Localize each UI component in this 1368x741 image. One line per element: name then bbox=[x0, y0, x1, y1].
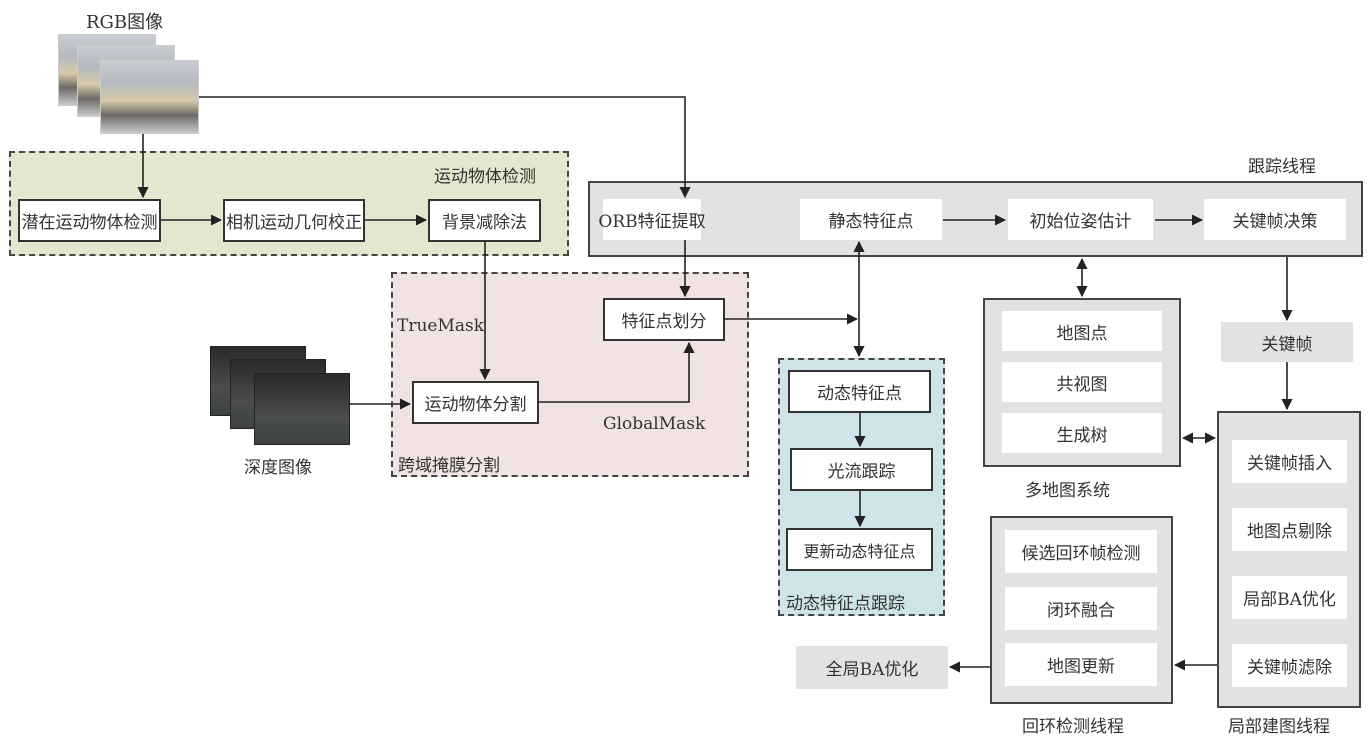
rgb-image-frame-3 bbox=[100, 60, 199, 134]
multimap-system-title: 多地图系统 bbox=[1025, 481, 1110, 501]
dynamic-tracking-title: 动态特征点跟踪 bbox=[786, 594, 905, 614]
global-ba-optimization-node: 全局BA优化 bbox=[796, 646, 948, 689]
potential-moving-object-detection-node: 潜在运动物体检测 bbox=[18, 199, 161, 242]
local-mapping-thread-title: 局部建图线程 bbox=[1228, 717, 1330, 737]
dynamic-feature-points-node: 动态特征点 bbox=[788, 370, 931, 413]
map-point-culling-node: 地图点剔除 bbox=[1232, 508, 1347, 551]
static-feature-points-node: 静态特征点 bbox=[800, 199, 942, 240]
spanning-tree-node: 生成树 bbox=[1002, 413, 1162, 453]
globalmask-label: GlobalMask bbox=[603, 414, 706, 434]
background-subtraction-node: 背景减除法 bbox=[428, 199, 541, 242]
moving-object-segmentation-node: 运动物体分割 bbox=[412, 381, 539, 424]
initial-pose-estimation-node: 初始位姿估计 bbox=[1008, 199, 1153, 240]
update-dynamic-feature-points-node: 更新动态特征点 bbox=[786, 528, 933, 571]
keyframe-insertion-node: 关键帧插入 bbox=[1232, 440, 1347, 483]
keyframe-decision-node: 关键帧决策 bbox=[1204, 199, 1346, 240]
truemask-label: TrueMask bbox=[397, 316, 485, 336]
loop-closing-thread-title: 回环检测线程 bbox=[1022, 717, 1124, 737]
optical-flow-tracking-node: 光流跟踪 bbox=[790, 448, 933, 491]
candidate-loop-detection-node: 候选回环帧检测 bbox=[1005, 530, 1157, 573]
keyframe-culling-node: 关键帧滤除 bbox=[1232, 644, 1347, 687]
depth-image-frame-3 bbox=[254, 373, 350, 445]
depth-image-label: 深度图像 bbox=[244, 458, 312, 478]
motion-detection-title: 运动物体检测 bbox=[434, 167, 536, 187]
covisibility-graph-node: 共视图 bbox=[1002, 362, 1162, 402]
tracking-thread-title: 跟踪线程 bbox=[1248, 157, 1316, 177]
feature-point-division-node: 特征点划分 bbox=[603, 298, 725, 341]
map-update-node: 地图更新 bbox=[1005, 643, 1157, 686]
keyframe-node: 关键帧 bbox=[1221, 322, 1353, 362]
rgb-image-label: RGB图像 bbox=[86, 12, 164, 33]
camera-motion-geometric-correction-node: 相机运动几何校正 bbox=[223, 199, 365, 242]
cross-domain-mask-title: 跨域掩膜分割 bbox=[398, 456, 500, 476]
orb-feature-extraction-node: ORB特征提取 bbox=[598, 199, 706, 240]
map-points-node: 地图点 bbox=[1002, 311, 1162, 351]
loop-fusion-node: 闭环融合 bbox=[1005, 587, 1157, 630]
local-ba-optimization-node: 局部BA优化 bbox=[1232, 576, 1347, 619]
